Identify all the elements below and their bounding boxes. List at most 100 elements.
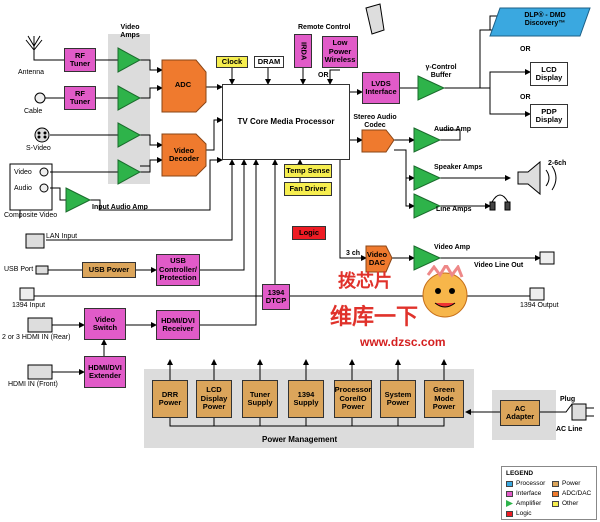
amp-svideo <box>117 122 142 148</box>
video-decoder-block: Video Decoder <box>168 145 199 163</box>
hdmi-extender-block: HDMI/DVI Extender <box>84 356 126 388</box>
video-line-out-label: Video Line Out <box>474 262 524 269</box>
cable-connector-icon <box>34 92 52 104</box>
lan-jack-icon <box>25 233 45 249</box>
svideo-connector-icon <box>34 127 50 143</box>
legend-item-amplifier: Amplifier <box>506 500 541 507</box>
hdmi-front-label: HDMI IN (Front) <box>8 381 58 388</box>
composite-panel-icon <box>9 163 53 211</box>
output-1394-icon <box>529 287 545 301</box>
watermark-logo-text: 拨芯片 <box>338 271 392 291</box>
usb-port-icon <box>35 265 49 275</box>
plug-icon <box>571 403 594 421</box>
cable-label: Cable <box>24 108 43 115</box>
fan-driver-block: Fan Driver <box>284 182 332 196</box>
adc-block: ADC <box>174 79 192 89</box>
dtcp-1394-block: 1394 DTCP <box>262 284 290 310</box>
video-jack-icon <box>39 167 49 177</box>
remote-control-icon <box>365 3 385 35</box>
legend: LEGEND Processor Interface Amplifier Log… <box>501 466 597 520</box>
svideo-label: S-Video <box>26 145 51 152</box>
codec-shape <box>361 129 395 153</box>
dlp-shape <box>489 7 591 37</box>
amp-audio <box>413 127 442 153</box>
temp-sense-block: Temp Sense <box>284 164 332 178</box>
three-ch-label: 3 ch <box>346 250 361 257</box>
video-amp-label: Video Amp <box>434 244 471 251</box>
audio-jack-icon <box>39 183 49 193</box>
stereo-codec-label: Stereo Audio Codec <box>353 114 397 129</box>
usb-port-label: USB Port <box>4 266 34 273</box>
or-label-1: OR <box>318 72 329 79</box>
audio-label: Audio <box>14 185 32 192</box>
or-label-2: OR <box>520 46 531 53</box>
headphones-icon <box>491 194 509 203</box>
legend-item-other: Other <box>552 500 578 507</box>
amp-line <box>413 193 442 219</box>
lan-input-label: LAN Input <box>46 233 78 240</box>
dram-block: DRAM <box>254 56 284 68</box>
watermark-site: www.dzsc.com <box>360 335 446 349</box>
hdmi-receiver-block: HDMI/DVI Receiver <box>156 310 200 340</box>
output-1394-label: 1394 Output <box>520 302 559 309</box>
decoder-shape <box>161 133 207 177</box>
lcd-display-power-block: LCD Display Power <box>196 380 232 418</box>
legend-item-adc-dac: ADC/DAC <box>552 490 591 497</box>
amp-input-audio <box>65 187 92 213</box>
amp-rf2 <box>117 85 142 111</box>
input-1394-label: 1394 Input <box>12 302 46 309</box>
gamma-buffer-label: γ-Control Buffer <box>425 64 457 79</box>
input-audio-amp-label: Input Audio Amp <box>92 204 148 211</box>
pdp-display-block: PDP Display <box>530 104 568 128</box>
ac-adapter-block: AC Adapter <box>500 400 540 426</box>
amp-gamma <box>417 75 446 101</box>
irda-block: IRDA <box>294 34 312 68</box>
amp-rf1 <box>117 47 142 73</box>
video-switch-block: Video Switch <box>84 308 126 340</box>
audio-amp-label: Audio Amp <box>434 126 472 133</box>
video-amps-label: Video Amps <box>120 24 140 39</box>
amp-speaker <box>413 165 442 191</box>
video-label: Video <box>14 169 32 176</box>
green-mode-power-block: Green Mode Power <box>424 380 464 418</box>
drr-power-block: DRR Power <box>152 380 188 418</box>
power-management-label: Power Management <box>262 435 338 444</box>
video-line-out-icon <box>539 251 555 265</box>
tv-core-processor: TV Core Media Processor <box>222 84 350 160</box>
video-dac-block: Video DAC <box>366 249 388 267</box>
rf-tuner-1: RF Tuner <box>64 48 96 72</box>
legend-item-processor: Processor <box>506 480 545 487</box>
hdmi-front-icon <box>27 364 53 380</box>
composite-video-label: Composite Video <box>4 212 58 219</box>
tuner-supply-block: Tuner Supply <box>242 380 278 418</box>
system-power-block: System Power <box>380 380 416 418</box>
legend-item-logic: Logic <box>506 510 532 517</box>
hdmi-rear-label: 2 or 3 HDMI IN (Rear) <box>2 334 71 341</box>
or-label-3: OR <box>520 94 531 101</box>
speaker-amps-label: Speaker Amps <box>434 164 483 171</box>
line-amps-label: Line Amps <box>436 206 472 213</box>
adc-shape <box>161 59 207 113</box>
dlp-label: DLP® - DMD Discovery™ <box>524 12 566 27</box>
low-power-wireless-block: Low Power Wireless <box>322 36 358 68</box>
legend-title: LEGEND <box>506 470 534 477</box>
supply-1394-block: 1394 Supply <box>288 380 324 418</box>
watermark-chinese: 维库一下 <box>330 304 419 329</box>
lcd-display-block: LCD Display <box>530 62 568 86</box>
legend-item-power: Power <box>552 480 580 487</box>
legend-item-interface: Interface <box>506 490 541 497</box>
input-1394-icon <box>19 287 35 301</box>
usb-controller-block: USB Controller/ Protection <box>156 254 200 286</box>
watermark-logo: 拨芯片 维库一下 www.dzsc.com <box>330 262 505 353</box>
amp-video-out <box>413 245 442 271</box>
antenna-label: Antenna <box>18 69 45 76</box>
plug-label: Plug <box>560 396 576 403</box>
usb-power-block: USB Power <box>82 262 136 278</box>
speaker-icon <box>517 160 541 196</box>
logic-block: Logic <box>292 226 326 240</box>
remote-control-label: Remote Control <box>298 24 351 31</box>
processor-core-power-block: Processor Core/IO Power <box>334 380 372 418</box>
antenna-icon <box>25 35 43 54</box>
ac-line-label: AC Line <box>556 426 583 433</box>
